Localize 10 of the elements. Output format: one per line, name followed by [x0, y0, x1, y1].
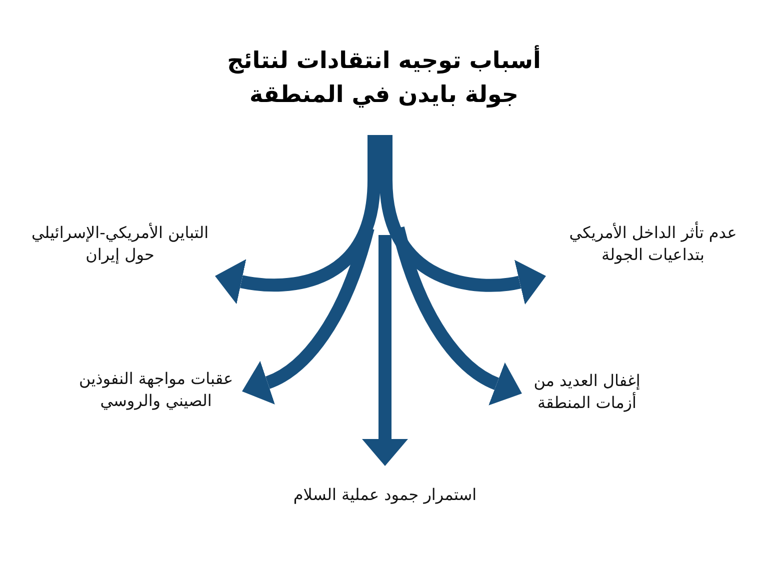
arrow — [214, 135, 380, 304]
label-text: التباين الأمريكي-الإسرائيلي حول إيران — [25, 222, 215, 276]
label-text: إغفال العديد من أزمات المنطقة — [522, 370, 652, 422]
title: أسباب توجيه انتقادات لنتائج جولة بايدن في المنطقة — [204, 44, 564, 112]
label-text: عقبات مواجهة النفوذين الصيني والروسي — [70, 368, 242, 420]
label-text: عدم تأثر الداخل الأمريكي بتداعيات الجولة — [546, 222, 760, 276]
label-text: استمرار جمود عملية السلام — [250, 466, 520, 508]
arrow — [242, 226, 374, 404]
arrow — [362, 235, 408, 466]
arrow — [380, 135, 546, 305]
